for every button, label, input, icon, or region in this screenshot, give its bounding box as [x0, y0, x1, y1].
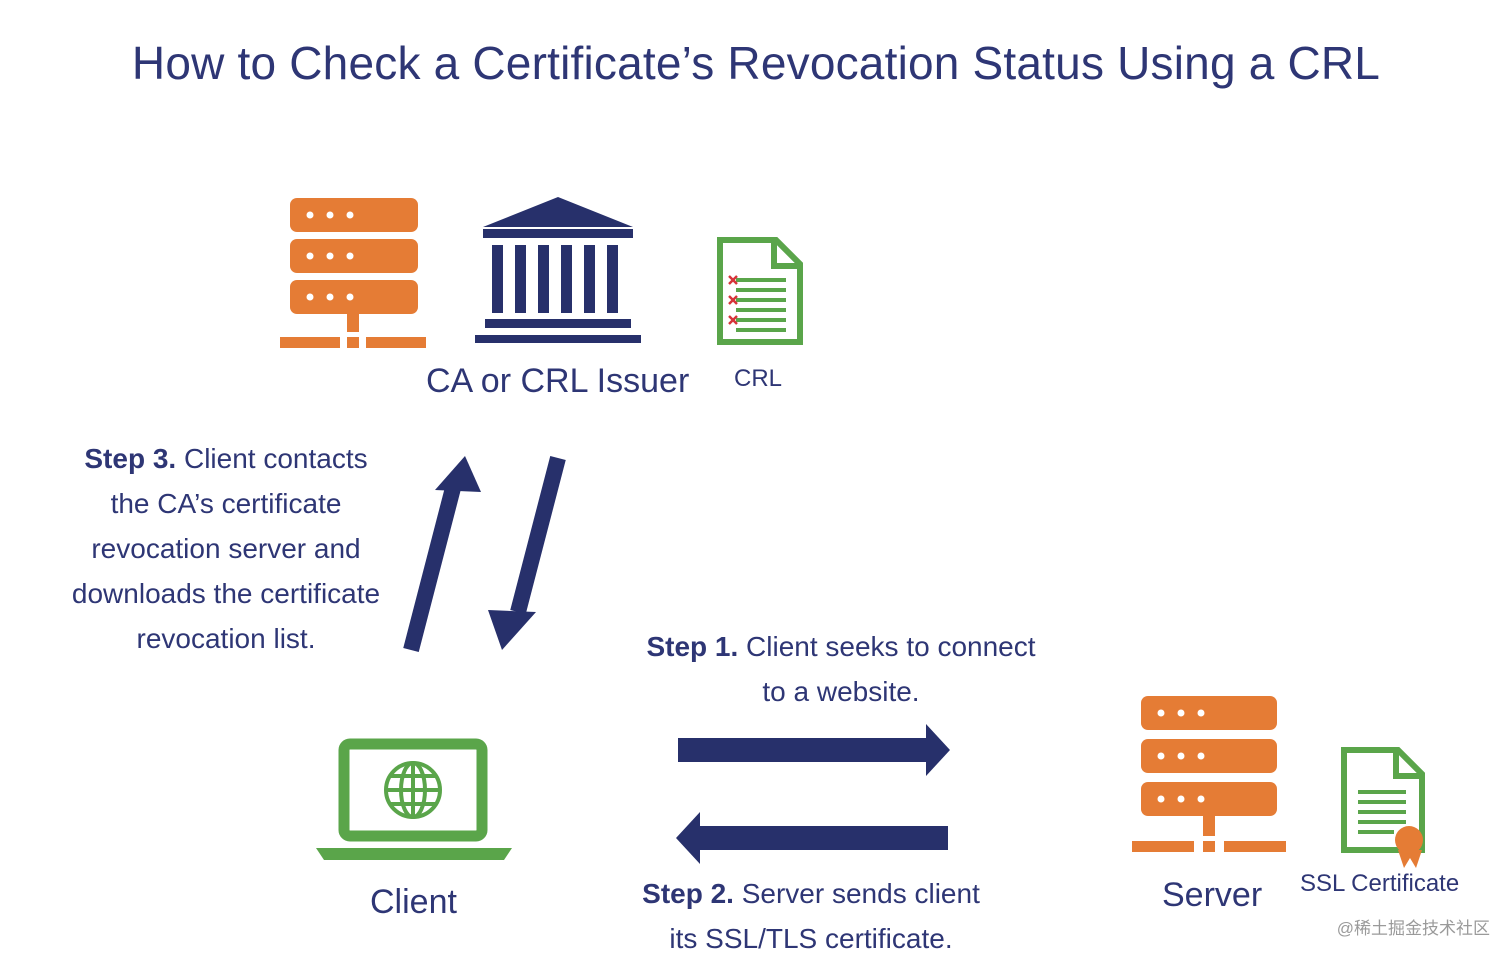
- step3-line1: Client contacts: [183, 443, 368, 474]
- server-icon: [1132, 696, 1286, 852]
- step1-text: Step 1. Client seeks to connect to a web…: [618, 624, 1064, 714]
- arrow-down-icon: [488, 455, 566, 650]
- step3-line3: revocation server and: [91, 533, 361, 564]
- ca-issuer-label: CA or CRL Issuer: [426, 362, 690, 400]
- bank-building-icon: [475, 197, 641, 343]
- ssl-certificate-label: SSL Certificate: [1300, 870, 1460, 897]
- certificate-icon: [1341, 747, 1425, 868]
- step2-line2: its SSL/TLS certificate.: [669, 923, 953, 954]
- arrow-up-icon: [403, 456, 481, 653]
- step3-line5: revocation list.: [136, 623, 316, 654]
- step3-line4: downloads the certificate: [71, 578, 381, 609]
- step1-bold: Step 1.: [646, 631, 739, 662]
- arrow-left-icon: [676, 812, 948, 864]
- ca-server-icon: [280, 198, 426, 348]
- step1-line1: Client seeks to connect: [746, 631, 1036, 662]
- diagram-title: How to Check a Certificate’s Revocation …: [131, 37, 1381, 89]
- server-label: Server: [1162, 876, 1263, 914]
- crl-document-icon: [717, 237, 803, 345]
- step2-line1: Server sends client: [741, 878, 980, 909]
- step1-line2: to a website.: [762, 676, 920, 707]
- crl-label: CRL: [734, 365, 783, 392]
- client-label: Client: [370, 883, 457, 921]
- step3-text: Step 3. Client contacts the CA’s certifi…: [40, 436, 412, 661]
- step3-bold: Step 3.: [84, 443, 177, 474]
- arrow-right-icon: [678, 724, 950, 776]
- step2-bold: Step 2.: [642, 878, 734, 909]
- step2-text: Step 2. Server sends client its SSL/TLS …: [618, 871, 1004, 961]
- watermark: @稀土掘金技术社区: [1336, 919, 1490, 938]
- step3-line2: the CA’s certificate: [110, 488, 342, 519]
- laptop-globe-icon: [316, 738, 512, 860]
